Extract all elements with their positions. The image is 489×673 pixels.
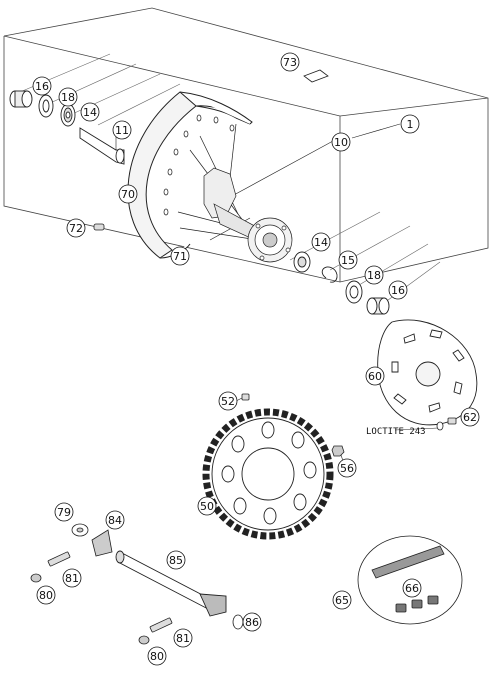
- svg-text:15: 15: [341, 254, 355, 267]
- callout-71: 71: [170, 246, 190, 266]
- callout-16-right: 16: [388, 280, 408, 300]
- svg-text:50: 50: [200, 500, 214, 513]
- svg-text:80: 80: [150, 650, 164, 663]
- callout-14-left: 14: [80, 102, 100, 122]
- callout-70: 70: [118, 184, 138, 204]
- callout-80-right: 80: [147, 646, 167, 666]
- callout-72: 72: [66, 218, 86, 238]
- svg-text:70: 70: [121, 188, 135, 201]
- disc-bolt-part: [436, 417, 457, 431]
- callout-80-left: 80: [36, 585, 56, 605]
- callout-62: 62: [460, 407, 480, 427]
- svg-text:85: 85: [169, 554, 183, 567]
- seal-part: [38, 94, 54, 118]
- chain-adjuster-part: [91, 529, 113, 557]
- right-bearing-part: [293, 251, 311, 273]
- svg-text:81: 81: [65, 572, 79, 585]
- callout-14-right: 14: [311, 232, 331, 252]
- callout-60: 60: [365, 366, 385, 386]
- callout-11: 11: [112, 120, 132, 140]
- svg-text:1: 1: [407, 118, 414, 131]
- right-seal-part: [345, 280, 363, 304]
- svg-text:86: 86: [245, 616, 259, 629]
- callout-85: 85: [166, 550, 186, 570]
- svg-text:18: 18: [61, 91, 75, 104]
- svg-text:66: 66: [405, 582, 419, 595]
- callout-1: 1: [400, 114, 420, 134]
- svg-text:11: 11: [115, 124, 129, 137]
- callout-56: 56: [337, 458, 357, 478]
- callout-66: 66: [402, 578, 422, 598]
- distance-tube-part: [79, 127, 125, 165]
- svg-text:65: 65: [335, 594, 349, 607]
- svg-text:56: 56: [340, 462, 354, 475]
- hub-assembly: [177, 123, 293, 263]
- callout-18-left: 18: [58, 87, 78, 107]
- brake-disc-part: [377, 319, 478, 426]
- callout-labels: 1 10 11 14 14 15 16 16 18 18 50 52 56 60…: [32, 52, 480, 666]
- svg-text:79: 79: [57, 506, 71, 519]
- callout-10: 10: [331, 132, 351, 152]
- valve-part: [93, 223, 105, 231]
- callout-50: 50: [197, 496, 217, 516]
- callout-15: 15: [338, 250, 358, 270]
- bearing-part: [60, 103, 76, 127]
- circlip-part: [321, 266, 338, 283]
- washer-part: [71, 523, 89, 537]
- svg-text:84: 84: [108, 514, 122, 527]
- callout-73: 73: [280, 52, 300, 72]
- svg-text:10: 10: [334, 136, 348, 149]
- svg-text:71: 71: [173, 250, 187, 263]
- sticker-part: [303, 69, 329, 83]
- right-spacer-part: [366, 297, 390, 315]
- sprocket-part: [202, 408, 334, 540]
- callout-18-right: 18: [364, 265, 384, 285]
- svg-text:60: 60: [368, 370, 382, 383]
- svg-text:18: 18: [367, 269, 381, 282]
- svg-text:73: 73: [283, 56, 297, 69]
- callout-86: 86: [242, 612, 262, 632]
- callout-52: 52: [218, 391, 238, 411]
- callout-16-left: 16: [32, 76, 52, 96]
- svg-text:16: 16: [35, 80, 49, 93]
- assembly-box: [3, 7, 489, 283]
- svg-text:16: 16: [391, 284, 405, 297]
- svg-text:62: 62: [463, 411, 477, 424]
- svg-text:72: 72: [69, 222, 83, 235]
- axle-nut-part: [232, 614, 244, 630]
- svg-text:80: 80: [39, 589, 53, 602]
- axle-part: [115, 550, 227, 617]
- spacer-part: [9, 90, 33, 108]
- adjusting-screw-part: [47, 551, 173, 633]
- loctite-note: LOCTITE 243: [366, 427, 426, 437]
- svg-text:81: 81: [176, 632, 190, 645]
- lock-nut-part: [30, 573, 150, 645]
- sprocket-nut-part: [331, 445, 345, 457]
- callout-84: 84: [105, 510, 125, 530]
- svg-text:14: 14: [314, 236, 328, 249]
- callout-79: 79: [54, 502, 74, 522]
- svg-text:14: 14: [83, 106, 97, 119]
- rim-part: [127, 91, 253, 259]
- callout-81-left: 81: [62, 568, 82, 588]
- callout-81-right: 81: [173, 628, 193, 648]
- svg-text:52: 52: [221, 395, 235, 408]
- callout-65: 65: [332, 590, 352, 610]
- sprocket-bolt-part: [241, 393, 250, 401]
